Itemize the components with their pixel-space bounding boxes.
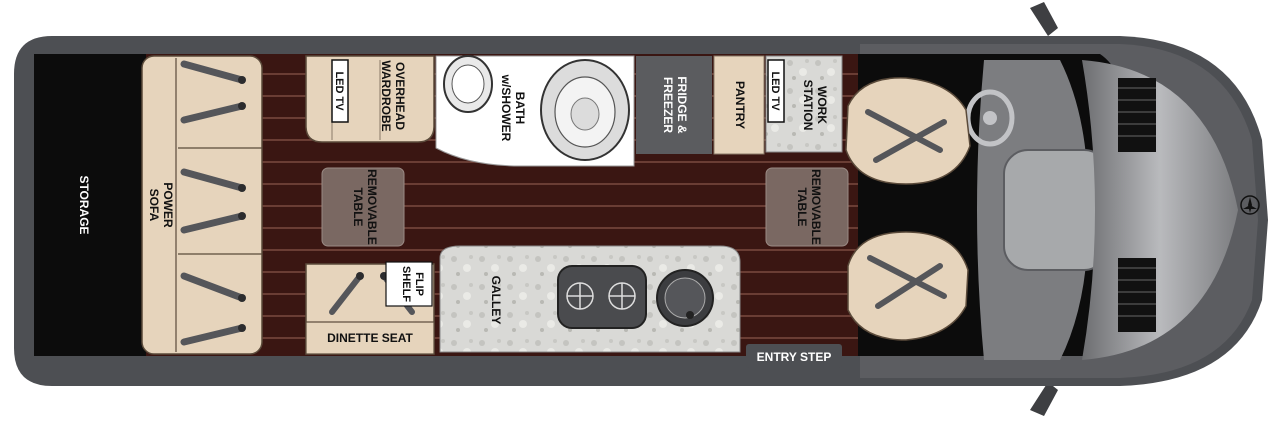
- dinette-seat-label: DINETTE SEAT: [327, 331, 413, 345]
- wardrobe-label-line2: WARDROBE: [379, 60, 393, 131]
- removable-table-right-line2: TABLE: [795, 187, 809, 226]
- pantry: [713, 55, 765, 155]
- work-station-label-line2: STATION: [801, 80, 815, 131]
- flip-shelf-label-line1: FLIP: [413, 272, 425, 296]
- galley-counter: [439, 245, 741, 353]
- led-tv-left: [331, 59, 349, 123]
- overhead-wardrobe: [305, 55, 435, 143]
- led-tv-right-label: LED TV: [769, 71, 781, 111]
- entry-step-label: ENTRY STEP: [757, 350, 832, 364]
- bath-label-line1: BATH: [513, 92, 527, 124]
- vent-bottom: [1118, 258, 1156, 332]
- captain-seat-top: [845, 77, 971, 185]
- flip-shelf-label-line2: SHELF: [400, 266, 412, 302]
- captain-seat-bottom: [847, 231, 969, 341]
- bath-label-line2: w/SHOWER: [499, 74, 513, 142]
- center-console: [1003, 149, 1109, 271]
- fridge-label-line1: FRIDGE &: [675, 76, 689, 134]
- cooktop: [557, 265, 647, 329]
- pantry-label: PANTRY: [733, 81, 747, 129]
- fridge-freezer: [636, 56, 712, 154]
- power-sofa-label-line1: POWER: [161, 182, 175, 228]
- flip-shelf: [385, 261, 433, 307]
- burner-right: [608, 282, 636, 310]
- side-mirror-bottom: [1030, 382, 1058, 416]
- work-station-label-line1: WORK: [815, 86, 829, 124]
- removable-table-right-line1: REMOVABLE: [809, 169, 823, 245]
- galley-label: GALLEY: [489, 276, 503, 325]
- steering-wheel: [965, 89, 1015, 147]
- power-sofa-label-line2: SOFA: [147, 189, 161, 222]
- fridge-label-line2: FREEZER: [661, 77, 675, 133]
- entry-step: [746, 344, 842, 368]
- led-tv-left-label: LED TV: [333, 71, 345, 111]
- storage-label: STORAGE: [77, 175, 91, 234]
- wardrobe-label-line1: OVERHEAD: [393, 62, 407, 130]
- removable-table-left: [321, 167, 405, 247]
- removable-table-left-line2: TABLE: [351, 187, 365, 226]
- storage-area: [34, 54, 146, 356]
- removable-table-left-line1: REMOVABLE: [365, 169, 379, 245]
- removable-table-right: [765, 167, 849, 247]
- vent-top: [1118, 78, 1156, 152]
- side-mirror-top: [1030, 2, 1058, 36]
- led-tv-right: [767, 59, 785, 123]
- burner-left: [566, 282, 594, 310]
- power-sofa: [141, 55, 263, 355]
- bath-with-shower: [435, 55, 635, 167]
- mercedes-star-icon: [1240, 195, 1260, 215]
